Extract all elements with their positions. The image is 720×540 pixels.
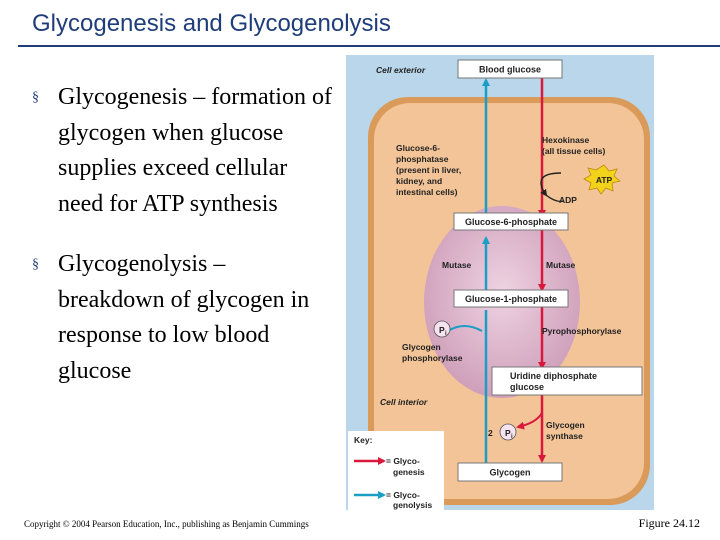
g6p-enzyme-line5: intestinal cells) (396, 187, 458, 197)
copyright-footer: Copyright © 2004 Pearson Education, Inc.… (24, 519, 309, 529)
title-underline (18, 45, 720, 47)
key-box (348, 431, 444, 510)
glucose-1-phosphate-box (453, 289, 569, 308)
udp-glucose-label-line1: Uridine diphosphate (510, 371, 597, 381)
g6p-enzyme-line3: (present in liver, (396, 165, 461, 175)
pi-label: P (439, 325, 445, 335)
cell-exterior-label: Cell exterior (376, 65, 426, 75)
key-glycogenesis-line2: genesis (393, 467, 425, 477)
key-title: Key: (354, 435, 373, 445)
g6p-enzyme-line2: phosphatase (396, 154, 449, 164)
glycogen-box (457, 462, 563, 482)
atp-adp-curve-out (545, 194, 565, 203)
glycogen-pathway-figure: Blood glucose Glucose-6-phosphate Glucos… (346, 55, 654, 510)
key-glycogenolysis-line1: = Glyco- (386, 490, 420, 500)
key-glycogenesis-line1: = Glyco- (386, 456, 420, 466)
bullet-list: § Glycogenesis – formation of glycogen w… (32, 80, 332, 414)
hexokinase-note: (all tissue cells) (542, 146, 605, 156)
two-pi-subscript: i (511, 434, 513, 440)
udp-glucose-label-line2: glucose (510, 382, 544, 392)
figure-number: Figure 24.12 (638, 516, 700, 530)
g6p-enzyme-line1: Glucose-6- (396, 143, 440, 153)
glycogen-label: Glycogen (489, 468, 530, 478)
udp-glucose-box (491, 366, 643, 396)
glycogen-synthase-line2: synthase (546, 431, 583, 441)
cell-interior-label: Cell interior (380, 397, 428, 407)
bullet-glycogenesis: § Glycogenesis – formation of glycogen w… (32, 80, 332, 222)
pi-circle-icon (433, 320, 451, 338)
glycogen-phosphorylase-line2: phosphorylase (402, 353, 463, 363)
bullet-mark: § (32, 257, 39, 272)
two-pi-circle-icon (499, 423, 517, 441)
blood-glucose-box (457, 59, 563, 79)
key-glycogenolysis-line2: genolysis (393, 500, 432, 510)
mutase-left-label: Mutase (442, 260, 472, 270)
two-pi-branch (516, 412, 543, 430)
g6p-enzyme-line4: kidney, and (396, 176, 442, 186)
atp-burst-icon (583, 164, 621, 195)
two-pi-number: 2 (488, 428, 493, 438)
pi-join-curve (447, 325, 483, 332)
pi-subscript: i (445, 331, 447, 337)
hexokinase-label: Hexokinase (542, 135, 590, 145)
slide-title: Glycogenesis and Glycogenolysis (32, 10, 391, 37)
atp-label: ATP (596, 175, 613, 185)
atp-adp-curve-in (540, 172, 562, 197)
glucose-6-phosphate-label: Glucose-6-phosphate (465, 217, 557, 227)
bullet-text: Glycogenesis – formation of glycogen whe… (58, 84, 332, 217)
glycogen-synthase-line1: Glycogen (546, 420, 585, 430)
mutase-right-label: Mutase (546, 260, 576, 270)
two-pi-label: P (505, 428, 511, 438)
bullet-mark: § (32, 90, 39, 105)
blood-glucose-label: Blood glucose (479, 65, 541, 75)
pathway-diagram: Blood glucose Glucose-6-phosphate Glucos… (346, 55, 654, 510)
glucose-6-phosphate-box (453, 212, 569, 231)
pyrophosphorylase-label: Pyrophosphorylase (542, 326, 622, 336)
glycogen-phosphorylase-line1: Glycogen (402, 342, 441, 352)
bullet-text: Glycogenolysis – breakdown of glycogen i… (58, 251, 310, 384)
adp-label: ADP (559, 195, 577, 205)
glucose-1-phosphate-label: Glucose-1-phosphate (465, 294, 557, 304)
bullet-glycogenolysis: § Glycogenolysis – breakdown of glycogen… (32, 247, 332, 389)
